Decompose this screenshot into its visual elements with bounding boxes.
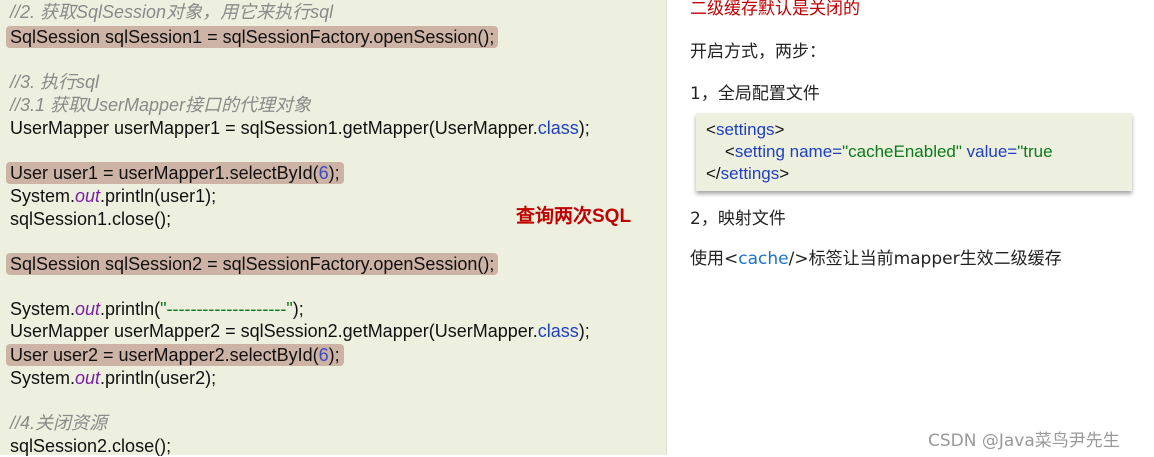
xml-token: settings xyxy=(715,120,775,139)
code-token: UserMapper userMapper2 = sqlSession2.get… xyxy=(10,321,538,341)
xml-token: settings xyxy=(720,164,780,183)
xml-line: </settings> xyxy=(706,163,789,185)
code-line: System.out.println(user2); xyxy=(10,367,216,389)
code-line: //3.1 获取UserMapper接口的代理对象 xyxy=(10,94,311,116)
code-token: class xyxy=(537,118,579,138)
code-line: UserMapper userMapper1 = sqlSession1.get… xyxy=(10,117,590,139)
code-token: //2. 获取SqlSession对象，用它来执行sql xyxy=(10,2,334,22)
xml-token: < xyxy=(706,142,735,161)
usage-post: />标签让当前mapper生效二级缓存 xyxy=(788,249,1062,269)
code-token: //3. 执行sql xyxy=(10,72,100,92)
xml-token: value= xyxy=(961,142,1018,161)
code-text: System.out.println(user2); xyxy=(10,368,216,388)
code-text: //3. 执行sql xyxy=(10,72,99,92)
code-line: User user2 = userMapper2.selectById(6); xyxy=(6,344,344,366)
code-line: SqlSession sqlSession2 = sqlSessionFacto… xyxy=(6,253,499,275)
code-line: //4.关闭资源 xyxy=(10,412,107,434)
code-token: sqlSession1.close(); xyxy=(10,209,172,229)
code-token: ); xyxy=(328,345,340,365)
code-text: System.out.println(user1); xyxy=(10,186,216,206)
xml-token: setting name= xyxy=(734,142,843,161)
usage-tag: cache xyxy=(738,249,789,269)
code-token: out xyxy=(75,368,101,388)
code-line: //2. 获取SqlSession对象，用它来执行sql xyxy=(10,1,333,23)
code-line: User user1 = userMapper1.selectById(6); xyxy=(6,162,344,184)
code-line: System.out.println(user1); xyxy=(10,185,216,207)
code-token: System. xyxy=(10,186,76,206)
code-text: UserMapper userMapper2 = sqlSession2.get… xyxy=(10,321,590,341)
step1-text: 1，全局配置文件 xyxy=(690,84,820,104)
code-text: System.out.println("--------------------… xyxy=(10,299,304,319)
code-token: .println(user2); xyxy=(100,368,217,388)
xml-token: < xyxy=(706,120,716,139)
code-token: ); xyxy=(292,299,304,319)
code-token: ); xyxy=(578,118,590,138)
code-token: UserMapper userMapper1 = sqlSession1.get… xyxy=(10,118,538,138)
highlighted-code: User user2 = userMapper2.selectById(6); xyxy=(6,344,344,366)
code-text: sqlSession2.close(); xyxy=(10,436,171,456)
code-token: System. xyxy=(10,299,76,319)
code-token: .println( xyxy=(100,299,161,319)
code-line: sqlSession1.close(); xyxy=(10,208,171,230)
code-token: out xyxy=(75,186,101,206)
code-line: SqlSession sqlSession1 = sqlSessionFacto… xyxy=(6,26,499,48)
xml-token: > xyxy=(779,164,790,183)
step2-text: 2，映射文件 xyxy=(690,209,786,229)
code-text: //3.1 获取UserMapper接口的代理对象 xyxy=(10,95,311,115)
code-token: class xyxy=(537,321,579,341)
code-token: //4.关闭资源 xyxy=(10,413,108,433)
code-token: SqlSession sqlSession2 = sqlSessionFacto… xyxy=(10,254,495,274)
code-text: //4.关闭资源 xyxy=(10,413,107,433)
code-token: "--------------------" xyxy=(160,299,293,319)
code-text: sqlSession1.close(); xyxy=(10,209,171,229)
highlighted-code: User user1 = userMapper1.selectById(6); xyxy=(6,162,344,184)
code-token: 6 xyxy=(318,163,329,183)
xml-code-block: <settings> <setting name="cacheEnabled" … xyxy=(696,113,1132,191)
code-text: //2. 获取SqlSession对象，用它来执行sql xyxy=(10,2,333,22)
intro-text: 开启方式，两步： xyxy=(690,42,826,62)
watermark: CSDN @Java菜鸟尹先生 xyxy=(928,431,1120,451)
heading: 二级缓存默认是关闭的 xyxy=(690,0,860,19)
code-text: UserMapper userMapper1 = sqlSession1.get… xyxy=(10,118,590,138)
code-line: System.out.println("--------------------… xyxy=(10,298,304,320)
code-token: SqlSession sqlSession1 = sqlSessionFacto… xyxy=(10,27,495,47)
code-line: //3. 执行sql xyxy=(10,71,99,93)
xml-token: </ xyxy=(706,164,721,183)
code-token: User user1 = userMapper1.selectById( xyxy=(10,163,319,183)
code-token: sqlSession2.close(); xyxy=(10,436,172,456)
code-token: System. xyxy=(10,368,76,388)
code-token: 6 xyxy=(318,345,329,365)
code-line: UserMapper userMapper2 = sqlSession2.get… xyxy=(10,320,590,342)
xml-token: > xyxy=(774,120,785,139)
highlighted-code: SqlSession sqlSession2 = sqlSessionFacto… xyxy=(6,253,499,275)
usage-text: 使用<cache/>标签让当前mapper生效二级缓存 xyxy=(690,244,1062,269)
xml-line: <settings> xyxy=(706,119,784,141)
usage-pre: 使用< xyxy=(690,249,739,269)
code-token: ); xyxy=(578,321,590,341)
code-token: User user2 = userMapper2.selectById( xyxy=(10,345,319,365)
code-token: .println(user1); xyxy=(100,186,217,206)
xml-token: "true xyxy=(1017,142,1053,161)
highlighted-code: SqlSession sqlSession1 = sqlSessionFacto… xyxy=(6,26,499,48)
code-token: //3.1 获取UserMapper接口的代理对象 xyxy=(10,95,312,115)
xml-line: <setting name="cacheEnabled" value="true xyxy=(706,141,1053,163)
code-line: sqlSession2.close(); xyxy=(10,435,171,457)
code-token: out xyxy=(75,299,101,319)
annotation-note: 查询两次SQL xyxy=(516,206,632,227)
xml-token: "cacheEnabled" xyxy=(842,142,962,161)
code-token: ); xyxy=(328,163,340,183)
